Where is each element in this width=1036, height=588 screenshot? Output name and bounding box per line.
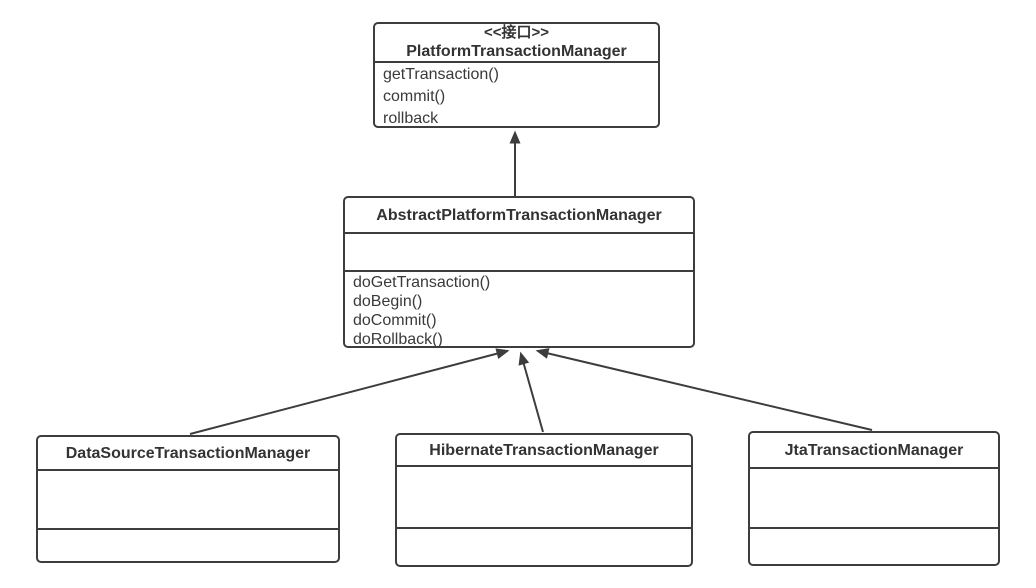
methods-section-empty: [750, 529, 998, 562]
attributes-section-empty: [750, 469, 998, 529]
methods-section: getTransaction() commit() rollback: [375, 63, 658, 126]
stereotype-label: <<接口>>: [483, 24, 550, 41]
method-item: rollback: [383, 110, 439, 126]
method-item: getTransaction(): [383, 66, 499, 83]
attributes-section-empty: [345, 234, 693, 272]
methods-section-empty: [38, 530, 338, 559]
method-item: doRollback(): [353, 331, 443, 346]
method-item: doBegin(): [353, 293, 423, 310]
class-box-jta-transaction-manager: JtaTransactionManager: [748, 431, 1000, 566]
attributes-section-empty: [397, 467, 691, 529]
class-name: PlatformTransactionManager: [406, 43, 627, 60]
attributes-section-empty: [38, 471, 338, 530]
class-name: JtaTransactionManager: [784, 441, 964, 459]
class-name: HibernateTransactionManager: [429, 441, 659, 459]
generalization-arrow-hibernate-to-abstract: [518, 351, 544, 433]
method-item: commit(): [383, 88, 446, 105]
methods-section-empty: [397, 529, 691, 563]
methods-section: doGetTransaction() doBegin() doCommit() …: [345, 272, 693, 346]
class-title-abstract-platform-transaction-manager: AbstractPlatformTransactionManager: [345, 198, 693, 234]
class-title-platform-transaction-manager: <<接口>> PlatformTransactionManager: [375, 24, 658, 63]
class-box-datasource-transaction-manager: DataSourceTransactionManager: [36, 435, 340, 563]
class-title-datasource-transaction-manager: DataSourceTransactionManager: [38, 437, 338, 471]
class-name: AbstractPlatformTransactionManager: [376, 206, 662, 224]
class-name: DataSourceTransactionManager: [65, 444, 311, 462]
class-title-hibernate-transaction-manager: HibernateTransactionManager: [397, 435, 691, 467]
generalization-arrow-jta-to-abstract: [535, 348, 873, 431]
generalization-arrow-datasource-to-abstract: [189, 348, 510, 435]
class-box-platform-transaction-manager: <<接口>> PlatformTransactionManager getTra…: [373, 22, 660, 128]
class-box-abstract-platform-transaction-manager: AbstractPlatformTransactionManager doGet…: [343, 196, 695, 348]
method-item: doCommit(): [353, 312, 437, 329]
method-item: doGetTransaction(): [353, 274, 491, 291]
class-title-jta-transaction-manager: JtaTransactionManager: [750, 433, 998, 469]
class-box-hibernate-transaction-manager: HibernateTransactionManager: [395, 433, 693, 567]
